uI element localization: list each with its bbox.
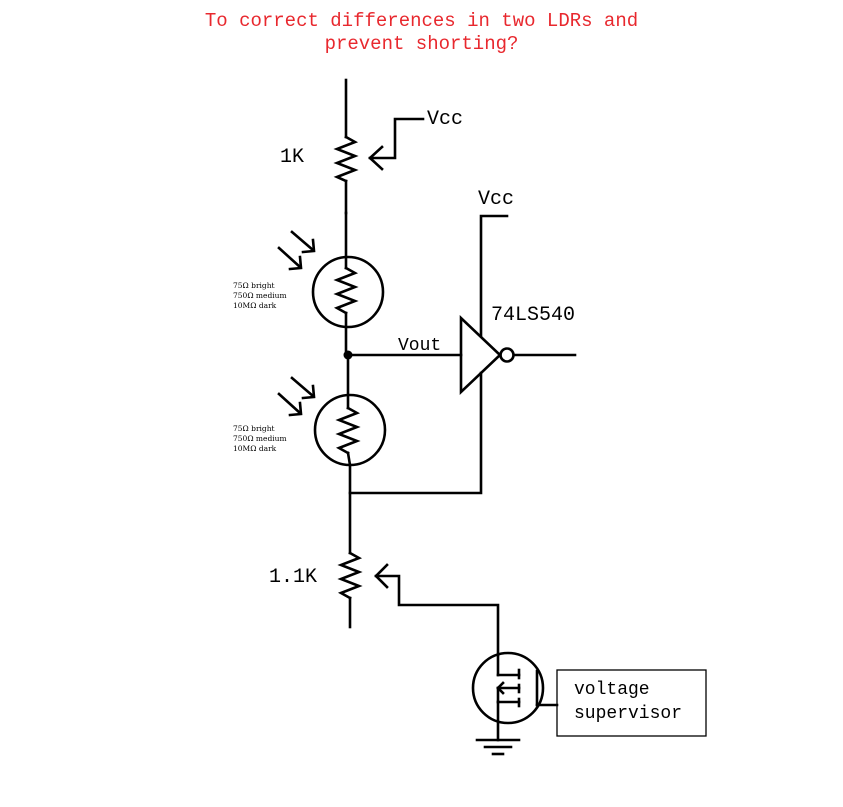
vout-node: Vout — [343, 336, 463, 360]
vout-label: Vout — [398, 336, 441, 356]
voltage-supervisor-box: voltage supervisor — [556, 669, 707, 737]
ldr-upper-note-2: 750Ω medium — [233, 291, 287, 300]
buffer-74ls540: Vcc 74LS540 — [348, 188, 577, 495]
vcc-label-buffer: Vcc — [478, 188, 514, 211]
title-line-1: To correct differences in two LDRs and — [204, 10, 639, 32]
potentiometer-1-1k: 1.1K — [269, 463, 500, 657]
mosfet-transistor — [471, 651, 559, 742]
ground-icon — [475, 738, 521, 756]
potentiometer-1k: Vcc 1K — [280, 78, 463, 215]
supervisor-label-line1: voltage — [574, 680, 650, 700]
diagram-title: To correct differences in two LDRs and p… — [0, 10, 843, 56]
light-arrows-icon — [277, 376, 316, 417]
ldr-upper-note-1: 75Ω bright — [233, 281, 275, 290]
ldr-lower-note-2: 750Ω medium — [233, 434, 287, 443]
ldr-upper-note-3: 10MΩ dark — [233, 301, 277, 310]
buffer-label: 74LS540 — [491, 304, 575, 327]
ldr-lower: 75Ω bright 750Ω medium 10MΩ dark — [233, 353, 387, 467]
vcc-label-top: Vcc — [427, 108, 463, 131]
title-line-2: prevent shorting? — [324, 33, 519, 55]
pot-1-1k-label: 1.1K — [269, 566, 317, 589]
pot-1k-label: 1K — [280, 146, 304, 169]
ldr-lower-note-1: 75Ω bright — [233, 424, 275, 433]
light-arrows-icon — [277, 230, 316, 271]
ldr-upper: 75Ω bright 750Ω medium 10MΩ dark — [233, 211, 385, 357]
ldr-lower-note-3: 10MΩ dark — [233, 444, 277, 453]
supervisor-label-line2: supervisor — [574, 704, 682, 724]
